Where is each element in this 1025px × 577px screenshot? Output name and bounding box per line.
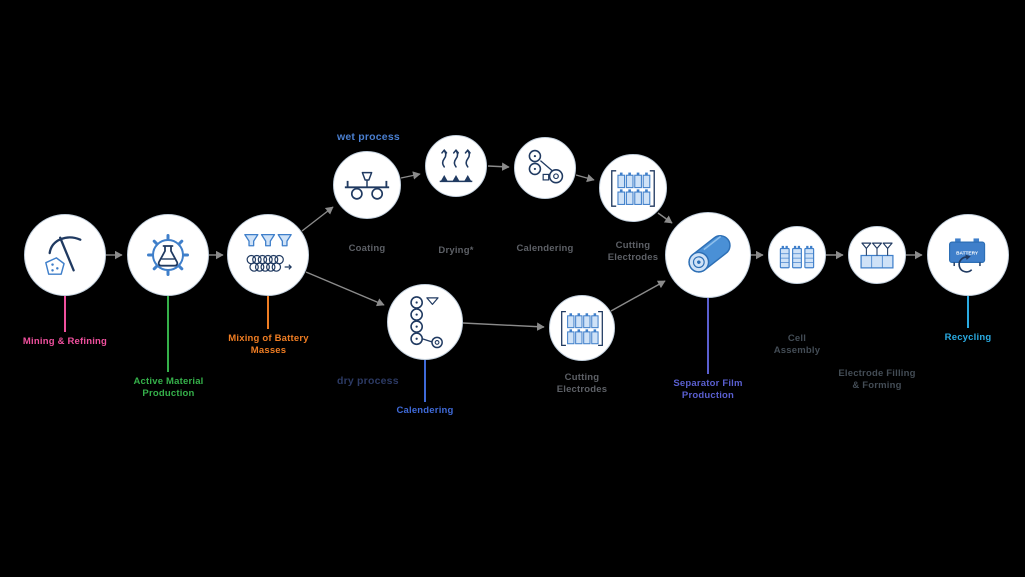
node-label-cutting-electrodes-wet: Cutting Electrodes bbox=[607, 240, 659, 264]
node-cutting-electrodes-dry bbox=[549, 295, 615, 361]
film-roll-icon bbox=[688, 235, 731, 273]
arrow-mixing-calendering bbox=[305, 271, 385, 307]
node-label-calendering-wet: Calendering bbox=[516, 243, 574, 254]
mixing-funnels-icon bbox=[244, 233, 292, 272]
calendering-dry-connector-line bbox=[424, 360, 426, 402]
arrow-mixing-coating bbox=[301, 206, 334, 232]
node-label-drying: Drying* bbox=[438, 245, 474, 256]
arrow-calendering-cutting bbox=[575, 174, 595, 183]
arrow-coating-drying bbox=[400, 171, 421, 180]
node-label-cell-assembly: Cell Assembly bbox=[773, 333, 821, 357]
node-label-mining: Mining & Refining bbox=[22, 336, 108, 347]
mixing-connector-line bbox=[267, 296, 269, 329]
node-calendering-dry bbox=[387, 284, 463, 360]
node-cell-assembly bbox=[768, 226, 826, 284]
heat-arrows-icon bbox=[439, 148, 473, 183]
arrow-calendering-cutting-dry bbox=[462, 322, 545, 331]
wet-process-label: wet process bbox=[337, 131, 400, 143]
node-label-coating: Coating bbox=[348, 243, 386, 254]
node-label-electrode-filling: Electrode Filling & Forming bbox=[838, 368, 916, 392]
node-calendering-wet bbox=[514, 137, 576, 199]
arrow-drying-calendering bbox=[487, 162, 510, 171]
node-label-recycling: Recycling bbox=[944, 332, 992, 343]
electrode-sheets-icon bbox=[561, 310, 603, 346]
mining-connector-line bbox=[64, 296, 66, 332]
node-label-mixing: Mixing of Battery Masses bbox=[228, 333, 309, 357]
node-recycling: BATTERY bbox=[927, 214, 1009, 296]
node-drying bbox=[425, 135, 487, 197]
coater-icon bbox=[344, 171, 390, 200]
node-active-material bbox=[127, 214, 209, 296]
arrow-cutting-dry-separator bbox=[610, 280, 666, 312]
active-material-connector-line bbox=[167, 296, 169, 372]
node-label-cutting-electrodes-dry: Cutting Electrodes bbox=[556, 372, 608, 396]
pickaxe-icon bbox=[45, 236, 82, 275]
recycle-battery-icon: BATTERY bbox=[949, 238, 986, 273]
node-separator-film bbox=[665, 212, 751, 298]
svg-text:BATTERY: BATTERY bbox=[956, 251, 979, 257]
node-label-separator-film: Separator Film Production bbox=[673, 378, 743, 402]
node-label-calendering-dry: Calendering bbox=[396, 405, 454, 416]
dry-process-label: dry process bbox=[337, 375, 399, 387]
electrode-sheets-icon bbox=[611, 169, 655, 207]
node-label-active-material: Active Material Production bbox=[133, 376, 204, 400]
arrow-cutting-separator bbox=[657, 212, 673, 224]
separator-film-connector-line bbox=[707, 298, 709, 374]
node-mining bbox=[24, 214, 106, 296]
battery-cells-icon bbox=[779, 245, 815, 268]
node-coating bbox=[333, 151, 401, 219]
recycling-connector-line bbox=[967, 296, 969, 328]
gear-flask-icon bbox=[147, 234, 189, 276]
node-cutting-electrodes-wet bbox=[599, 154, 667, 222]
roller-stack-icon bbox=[410, 296, 443, 349]
node-electrode-filling bbox=[848, 226, 906, 284]
node-mixing bbox=[227, 214, 309, 296]
filling-machine-icon bbox=[860, 242, 894, 269]
rollers-icon bbox=[528, 149, 564, 184]
